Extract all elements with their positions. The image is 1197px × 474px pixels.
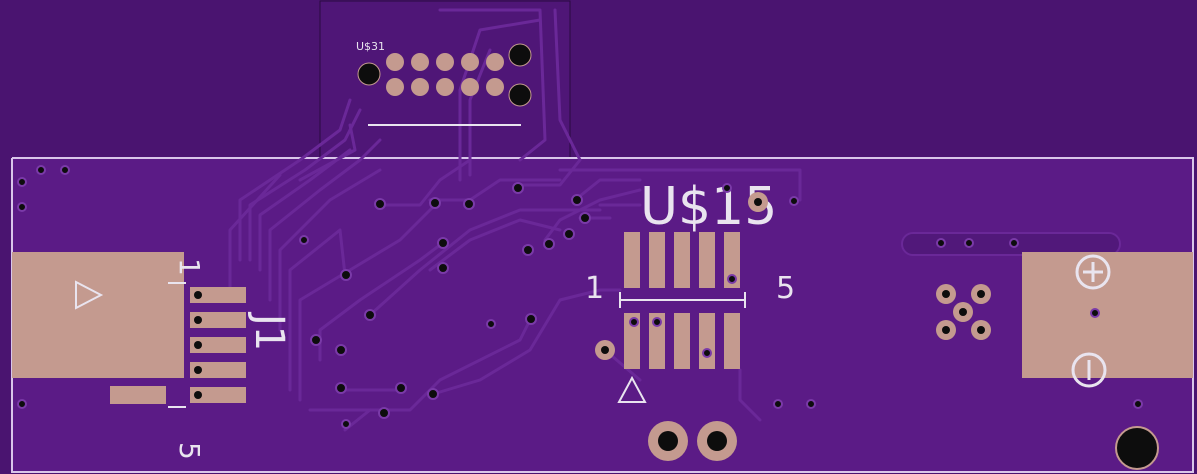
- connector-tab-pad: [110, 386, 166, 404]
- ic-pin-last-label: 5: [776, 271, 795, 306]
- connector-ref-label: J1: [246, 311, 292, 351]
- thermal-hole-cluster: [936, 284, 991, 340]
- plus-in-circle-icon: [1075, 254, 1111, 290]
- copper-traces: [228, 8, 802, 432]
- ring-vias: [595, 192, 768, 360]
- ic-triangle-icon: [617, 375, 647, 403]
- header-pads: [386, 53, 504, 96]
- connector-pin-first-label: 1: [173, 258, 206, 276]
- minus-in-circle-icon: [1071, 352, 1107, 388]
- connector-pin-last-label: 5: [173, 442, 206, 460]
- bottom-through-holes: [648, 421, 737, 461]
- ic-pin-first-label: 1: [585, 271, 604, 306]
- header-mount-holes: [357, 43, 532, 107]
- connector-shell-pad: [12, 252, 184, 378]
- mounting-hole: [1115, 426, 1159, 470]
- connector-triangle-icon: [75, 280, 104, 310]
- connector-silk: [168, 282, 186, 408]
- small-vias: [17, 165, 1143, 429]
- header-ref-label: U$31: [356, 40, 385, 53]
- connector-pin-vias: [194, 291, 202, 399]
- ic-bottom-pads: [624, 313, 740, 369]
- ic-top-pads: [624, 232, 740, 288]
- connector-pins: [190, 287, 246, 403]
- ic-silk-outline: [619, 292, 746, 308]
- thermal-hole-drills: [942, 290, 985, 334]
